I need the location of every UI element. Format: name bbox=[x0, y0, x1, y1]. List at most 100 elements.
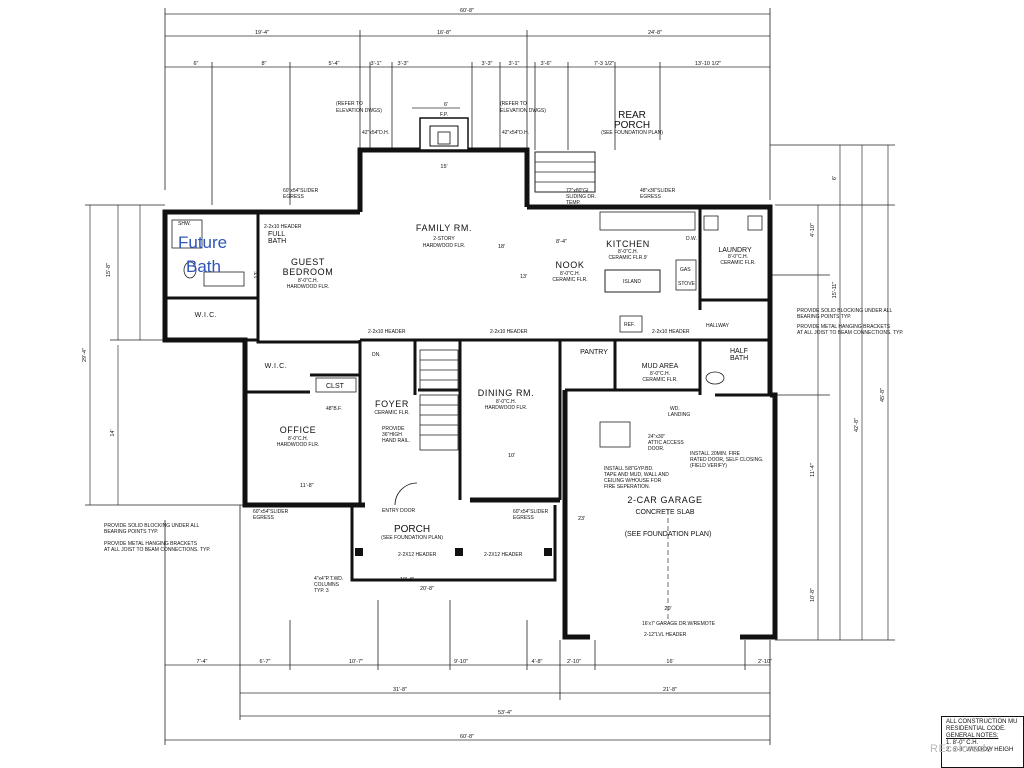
kitchen-sub-1: 8'-0"C.H. bbox=[618, 249, 638, 255]
slider-top-right: 48"x36"SLIDER bbox=[640, 188, 676, 194]
notes-line-1: ALL CONSTRUCTION MU bbox=[946, 719, 1018, 725]
dim-garage-20: 20' bbox=[664, 606, 671, 612]
hanger-note-r1: PROVIDE METAL HANGING BRACKETS bbox=[797, 324, 891, 330]
handrail-2: 36"HIGH bbox=[382, 432, 402, 438]
nook-sub-1: 8'-0"C.H. bbox=[560, 271, 580, 277]
kitchen-area: KITCHEN 8'-0"C.H. CERAMIC FLR.9' ISLAND … bbox=[520, 211, 697, 335]
dim-top2-2: 8" bbox=[261, 61, 266, 67]
half-bath-1: HALF bbox=[730, 348, 748, 355]
sliding-door-1: 72"x80"GL. bbox=[566, 188, 591, 194]
columns-3: TYP. 3 bbox=[314, 588, 329, 594]
porch-name: PORCH bbox=[394, 524, 430, 535]
shower-label: SHW. bbox=[178, 221, 191, 227]
fp-label: F.P. bbox=[440, 112, 448, 118]
dim-bot2-2: 21'-8" bbox=[663, 687, 677, 693]
dim-right-2: 4'-10" bbox=[810, 223, 816, 237]
dim-bot-1: 7'-4" bbox=[197, 659, 208, 665]
hanger-note-2: AT ALL JOIST TO BEAM CONNECTIONS. TYP. bbox=[104, 547, 210, 553]
dim-top-1: 19'-4" bbox=[255, 30, 269, 36]
dim-left-2: 29'-4" bbox=[82, 348, 88, 362]
dim-top2-9: 7'-3 1/2" bbox=[594, 61, 614, 67]
fire-door-1: INSTALL 20MIN. FIRE bbox=[690, 451, 741, 457]
family-sub-1: 2-STORY bbox=[433, 236, 455, 242]
dim-left-3: 14' bbox=[110, 429, 116, 436]
foyer-office-area: DN. FOYER CERAMIC FLR. PROVIDE 36"HIGH H… bbox=[265, 349, 459, 489]
bottom-dimensions: 7'-4" 6'-7" 10'-7" 9'-10" 4'-8" 2'-10" 1… bbox=[164, 505, 772, 745]
mud-sub-1: 8'-0"C.H. bbox=[650, 371, 670, 377]
dim-bot-5: 4'-8" bbox=[532, 659, 543, 665]
dim-fp: 6' bbox=[444, 102, 448, 108]
front-porch: ENTRY DOOR PORCH (SEE FOUNDATION PLAN) 2… bbox=[314, 482, 557, 594]
porch-header-2: 2-2X12 HEADER bbox=[484, 552, 523, 558]
dim-overall-bottom: 60'-8" bbox=[460, 734, 474, 740]
garage-name: 2-CAR GARAGE bbox=[627, 495, 702, 505]
laundry-name: LAUNDRY bbox=[718, 247, 752, 254]
dim-overall-top: 60'-8" bbox=[460, 8, 474, 14]
sheetrock-1: INSTALL 5/8"GYP.BD. bbox=[604, 466, 653, 472]
full-bath-2: BATH bbox=[268, 238, 286, 245]
half-bath-2: BATH bbox=[730, 355, 748, 362]
dim-family-15: 15' bbox=[440, 164, 447, 170]
wic2-label: W.I.C. bbox=[265, 363, 288, 370]
dim-right-3: 15'-11" bbox=[832, 282, 838, 299]
office-sub-2: HARDWOOD FLR. bbox=[277, 442, 320, 448]
foyer-sub: CERAMIC FLR. bbox=[374, 410, 409, 416]
office-sub-1: 8'-0"C.H. bbox=[288, 436, 308, 442]
hallway-label: HALLWAY bbox=[706, 323, 730, 329]
dim-porch-10-4: 10'-4" bbox=[400, 577, 414, 583]
fire-door-3: (FIELD VERIFY) bbox=[690, 463, 727, 469]
fire-door-2: RATED DOOR, SELF CLOSING. bbox=[690, 457, 764, 463]
dim-right-1: 6' bbox=[832, 176, 838, 180]
hanger-note-r2: AT ALL JOIST TO BEAM CONNECTIONS. TYP. bbox=[797, 330, 903, 336]
watermark: REcolorado bbox=[930, 743, 993, 755]
dim-nook-13: 13' bbox=[520, 274, 527, 280]
guest-name-2: BEDROOM bbox=[283, 267, 334, 277]
dim-top-2: 16'-8" bbox=[437, 30, 451, 36]
columns-2: COLUMNS bbox=[314, 582, 340, 588]
rear-porch: REAR PORCH (SEE FOUNDATION PLAN) 72"x80"… bbox=[534, 110, 663, 206]
dim-bot-4: 9'-10" bbox=[454, 659, 468, 665]
left-notes: PROVIDE SOLID BLOCKING UNDER ALL BEARING… bbox=[104, 523, 210, 553]
dim-bot-6: 2'-10" bbox=[567, 659, 581, 665]
dim-bot-2: 6'-7" bbox=[260, 659, 271, 665]
attic-2: ATTIC ACCESS bbox=[648, 440, 684, 446]
kitchen-sub-2: CERAMIC FLR.9' bbox=[608, 255, 647, 261]
dim-bot-8: 2'-10" bbox=[758, 659, 772, 665]
refer-left-2: ELEVATION DWGS) bbox=[336, 108, 382, 114]
hanger-note-1: PROVIDE METAL HANGING BRACKETS bbox=[104, 541, 198, 547]
laundry-area: LAUNDRY 8'-0"C.H. CERAMIC FLR. HALLWAY H… bbox=[580, 215, 763, 385]
guest-sub-2: HARDWOOD FLR. bbox=[287, 284, 330, 290]
wic1-label: W.I.C. bbox=[195, 312, 218, 319]
garage: 2-CAR GARAGE CONCRETE SLAB (SEE FOUNDATI… bbox=[578, 406, 764, 638]
entry-door-label: ENTRY DOOR bbox=[382, 508, 416, 514]
dining-sub-1: 8'-0"C.H. bbox=[496, 399, 516, 405]
dim-top2-7: 3'-1" bbox=[509, 61, 520, 67]
egress-bottom-left: EGRESS bbox=[253, 515, 275, 521]
garage-door-label: 16'x7' GARAGE DR.W/REMOTE bbox=[642, 621, 716, 627]
left-dimensions: 15'-8" 29'-4" 14' 13' bbox=[82, 204, 260, 506]
slider-bottom-right: 60"x54"SLIDER bbox=[513, 509, 549, 515]
dim-top2-5: 3'-3" bbox=[398, 61, 409, 67]
notes-line-5: 2. 6'-8" WINDOW HEIGH bbox=[946, 747, 1014, 753]
refer-left-1: (REFER TO bbox=[336, 101, 363, 107]
mud-name: MUD AREA bbox=[642, 363, 679, 370]
header-family-left: 2-2x10 HEADER bbox=[368, 329, 406, 335]
dining-name: DINING RM. bbox=[478, 388, 535, 398]
window-callouts: (REFER TO ELEVATION DWGS) (REFER TO ELEV… bbox=[253, 101, 676, 521]
garage-header-label: 2-12"LVL HEADER bbox=[644, 632, 687, 638]
dn-label: DN. bbox=[372, 352, 381, 358]
dim-office-11-8: 11'-8" bbox=[300, 483, 314, 489]
header-kitchen: 2-2x10 HEADER bbox=[652, 329, 690, 335]
future-bath-text-1: Future bbox=[178, 233, 227, 252]
dim-family-18: 18' bbox=[498, 244, 505, 250]
mud-sub-2: CERAMIC FLR. bbox=[642, 377, 677, 383]
dim-top2-3: 5'-4" bbox=[329, 61, 340, 67]
header-family-right: 2-2x10 HEADER bbox=[490, 329, 528, 335]
notes-line-2: RESIDENTIAL CODE. bbox=[946, 726, 1006, 732]
garage-sub-1: CONCRETE SLAB bbox=[635, 509, 694, 516]
laundry-sub-2: CERAMIC FLR. bbox=[720, 260, 755, 266]
dining-room: DINING RM. 8'-0"C.H. HARDWOOD FLR. 10' bbox=[478, 388, 535, 459]
dw-label: D.W. bbox=[686, 236, 697, 242]
slider-top-left: 60"x54"SLIDER bbox=[283, 188, 319, 194]
notes-line-4: 1. 8'-0" C.H. bbox=[946, 740, 979, 746]
